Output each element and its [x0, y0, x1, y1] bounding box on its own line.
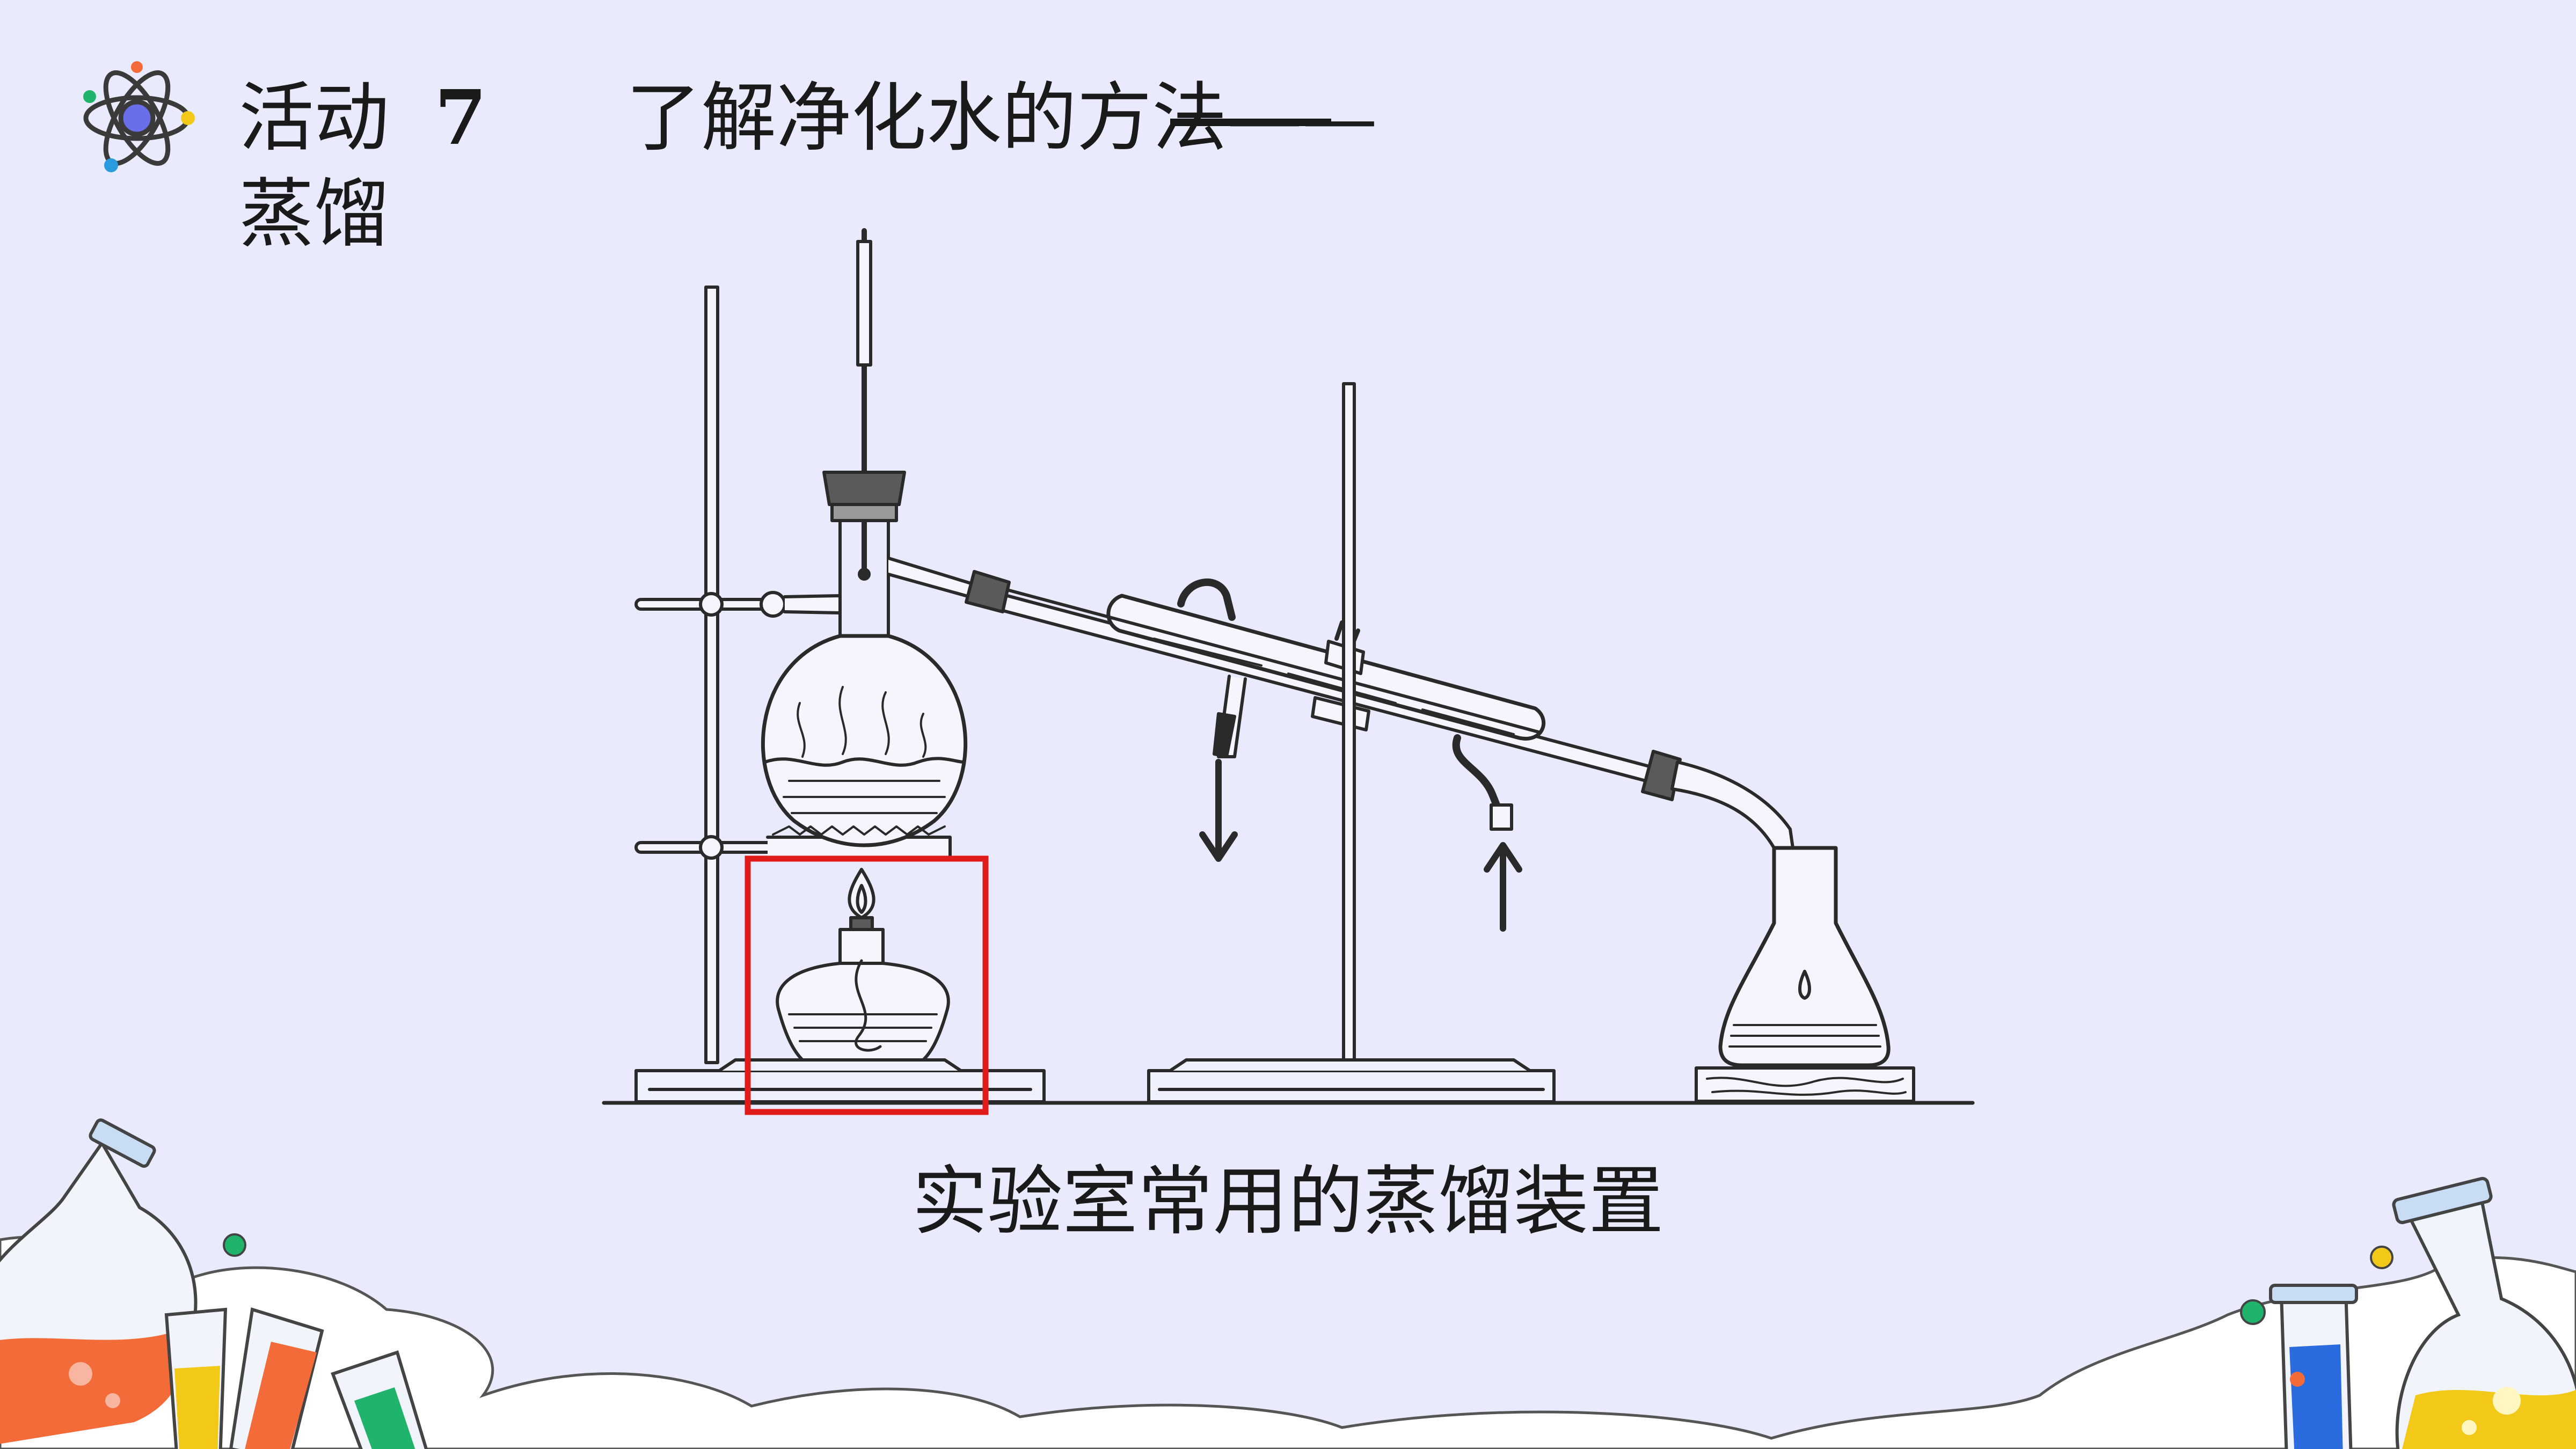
yellow-dot-right: [2370, 1246, 2393, 1269]
thermometer: [856, 228, 872, 581]
title-number: 7: [434, 74, 487, 162]
title-main: 了解净化水的方法——: [625, 75, 1377, 162]
left-flasks-decoration: [0, 1118, 428, 1449]
middle-stand: [1147, 382, 1556, 1103]
cloud-decoration: [0, 1235, 2576, 1449]
stopper: [822, 471, 906, 522]
water-out-arrow: [1199, 759, 1238, 862]
page-title: 活动 7 了解净化水的方法——: [239, 80, 1377, 156]
caption-text: 实验室常用的蒸馏装置: [912, 1158, 1664, 1246]
right-flasks-decoration: [2269, 1177, 2576, 1449]
green-dot-right: [2240, 1299, 2266, 1325]
distilling-flask: [761, 519, 987, 847]
condenser: [965, 570, 1658, 831]
receiving-flask: [1641, 750, 1915, 1103]
green-dot-left: [223, 1233, 246, 1257]
water-in-arrow: [1484, 842, 1522, 932]
title-prefix: 活动: [239, 75, 390, 162]
orange-dot-right: [2290, 1372, 2305, 1387]
page-subtitle: 蒸馏: [239, 171, 390, 258]
atom-icon: [83, 61, 195, 172]
alcohol-lamp: [776, 868, 950, 1062]
figure-caption: 实验室常用的蒸馏装置: [0, 1165, 2576, 1240]
red-highlight-box: [745, 855, 989, 1115]
wire-gauze: [772, 825, 946, 836]
distillation-apparatus: [602, 228, 1975, 1105]
